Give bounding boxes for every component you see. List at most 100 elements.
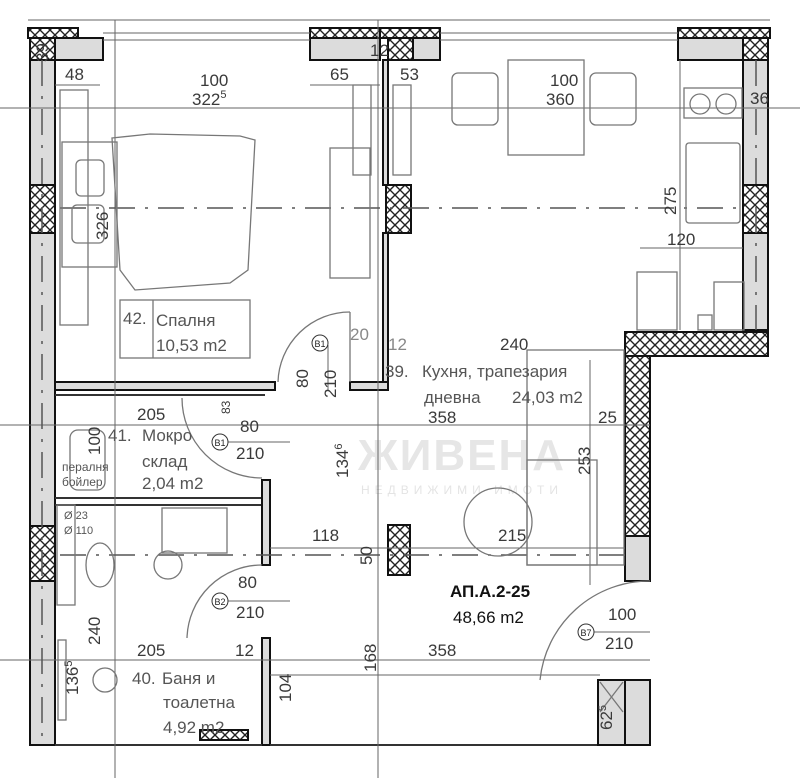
- door-tag-b2: B2: [211, 592, 229, 610]
- dim-label: 240: [85, 617, 104, 645]
- dim-label: 100: [550, 71, 578, 90]
- door-b7-width: 100: [608, 605, 636, 624]
- bedroom-name: Спалня: [156, 311, 215, 330]
- toilet-cistern: [56, 504, 76, 606]
- kitchen-area: 24,03 m2: [512, 388, 583, 407]
- storage-number: 41.: [108, 426, 132, 445]
- dim-label: 36: [750, 89, 769, 108]
- door-swing-b2[interactable]: [186, 564, 263, 639]
- dim-label: 1365: [63, 661, 82, 696]
- door-swing-b1-storage[interactable]: [181, 397, 263, 479]
- dim-label: 253: [575, 447, 594, 475]
- apartment-code: АП.А.2-25: [450, 582, 530, 601]
- kitchen-number: 39.: [385, 362, 409, 381]
- dimensions: 39 12 48 100 3225 65 53 100 360 36 326 2…: [33, 41, 769, 730]
- wall-segment: [261, 479, 271, 566]
- svg-text:B1: B1: [314, 339, 325, 349]
- dim-label: 12: [370, 41, 389, 60]
- walls: [27, 19, 771, 746]
- wall-segment: [742, 37, 769, 61]
- watermark-brand: ЖИВЕНА: [357, 431, 566, 480]
- door-swing-b7[interactable]: [539, 580, 651, 681]
- shaft: [597, 679, 626, 746]
- dim-label: 625: [597, 705, 616, 730]
- wall-segment: [54, 37, 104, 61]
- wall-segment: [677, 37, 744, 61]
- wall-segment: [387, 37, 414, 61]
- door-b1s-height: 210: [236, 444, 264, 463]
- dim-label: 100: [85, 427, 104, 455]
- door-tag-b1-storage: B1: [211, 433, 229, 451]
- pipe-label: Ø 110: [64, 525, 93, 537]
- dim-label: 118: [312, 526, 339, 545]
- dim-label: 205: [137, 641, 165, 660]
- dim-label: 275: [661, 187, 680, 215]
- door-b2-width: 80: [238, 573, 257, 592]
- dim-label: 358: [428, 641, 456, 660]
- watermark-tagline: НЕДВИЖИМИ ИМОТИ: [361, 483, 563, 497]
- wall-segment: [412, 37, 441, 61]
- dim-label: 215: [498, 526, 526, 545]
- svg-text:B2: B2: [214, 597, 225, 607]
- bathroom-area: 4,92 m2: [163, 718, 224, 737]
- dim-label: 25: [598, 408, 617, 427]
- wardrobe: [59, 89, 89, 326]
- dim-label: 104: [276, 674, 295, 702]
- doors: B1 B1 B2 B7 80 210 80 210 80 210 100 210: [181, 311, 651, 681]
- bathroom-name: Баня и: [162, 669, 215, 688]
- storage-name-2: склад: [142, 452, 188, 471]
- apartment-area: 48,66 m2: [453, 608, 524, 627]
- coffee-table: [463, 487, 533, 557]
- dim-label: 39: [33, 43, 52, 62]
- shower: [92, 667, 118, 693]
- room-labels: 42. Спалня 10,53 m2 39. Кухня, трапезари…: [62, 309, 583, 737]
- dim-label: 12: [235, 641, 254, 660]
- door-b1-width: 80: [293, 369, 312, 388]
- bed-headboard: [61, 141, 118, 268]
- bathroom-number: 40.: [132, 669, 156, 688]
- wall-segment: [677, 27, 771, 39]
- dim-label: 1346: [333, 444, 352, 479]
- kitchen-name: Кухня, трапезария: [422, 362, 567, 381]
- wall-segment: [309, 27, 389, 39]
- dim-label: 65: [330, 65, 349, 84]
- bedroom-label-box: [119, 299, 251, 359]
- bedroom-number: 42.: [123, 309, 147, 328]
- washing-machine: [69, 429, 106, 491]
- oven: [713, 281, 745, 331]
- dim-label: 3225: [192, 89, 227, 109]
- wall-segment: [379, 27, 441, 39]
- wall-segment: [385, 184, 412, 234]
- storage-name: Мокро: [142, 426, 192, 445]
- door-tag-b7: B7: [577, 623, 595, 641]
- door-swing-b1[interactable]: [277, 311, 351, 383]
- wall-segment: [349, 381, 389, 391]
- wall-segment: [382, 59, 389, 186]
- wall-segment: [382, 232, 389, 384]
- bedroom-area: 10,53 m2: [156, 336, 227, 355]
- radiator: [57, 639, 67, 721]
- wall-segment: [309, 37, 381, 61]
- wall-segment: [624, 331, 769, 357]
- chair: [451, 72, 499, 126]
- dim-label: 326: [93, 212, 112, 240]
- washer-label: пералня: [62, 460, 109, 474]
- door-b1s-width: 80: [240, 417, 259, 436]
- dim-label: 168: [361, 644, 380, 672]
- fridge: [636, 271, 678, 331]
- door-b1-height: 210: [321, 370, 340, 398]
- wall-segment: [624, 535, 651, 582]
- dim-label: 20: [350, 325, 369, 344]
- boiler-label: бойлер: [62, 475, 103, 489]
- wall-segment: [27, 27, 79, 39]
- door-b2-height: 210: [236, 603, 264, 622]
- dim-label: 12: [388, 335, 407, 354]
- floor-drain: [153, 550, 183, 580]
- vent-grille: [199, 729, 249, 741]
- furniture: [56, 59, 745, 721]
- desk: [329, 147, 371, 279]
- wall-segment: [624, 679, 651, 746]
- grid-lines: [0, 20, 800, 778]
- dim-label: 50: [357, 546, 376, 565]
